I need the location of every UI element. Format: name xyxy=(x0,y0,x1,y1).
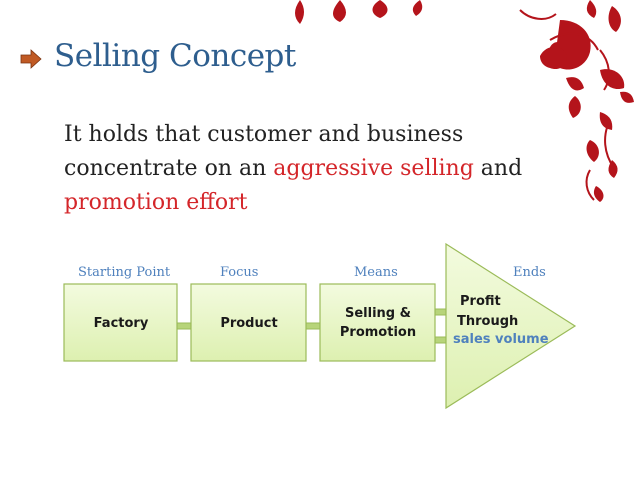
body-text-part1: It holds that customer and business conc… xyxy=(64,122,464,181)
slide-body-text: It holds that customer and business conc… xyxy=(64,118,584,220)
box-label-factory: Factory xyxy=(94,316,149,331)
highlight-aggressive-selling: aggressive selling xyxy=(273,156,474,181)
triangle-ends xyxy=(445,242,577,410)
body-text-part2: and xyxy=(473,156,523,181)
box-label-promotion: Promotion xyxy=(340,325,416,340)
ends-label-profit: Profit xyxy=(460,294,501,309)
highlight-promotion-effort: promotion effort xyxy=(64,190,248,215)
box-product xyxy=(190,283,307,362)
stage-label-starting-point: Starting Point xyxy=(78,265,171,280)
ends-label-through: Through xyxy=(457,314,518,329)
slide-title: Selling Concept xyxy=(54,38,296,74)
box-label-selling: Selling & xyxy=(345,306,411,321)
box-label-product: Product xyxy=(220,316,277,331)
connector-factory-product xyxy=(175,322,193,330)
arrow-bullet-icon xyxy=(20,49,42,69)
box-selling-promotion xyxy=(319,283,436,362)
connector-product-selling xyxy=(304,322,322,330)
stage-label-focus: Focus xyxy=(220,265,258,280)
stage-label-ends: Ends xyxy=(513,265,546,280)
box-factory xyxy=(63,283,178,362)
stage-label-means: Means xyxy=(354,265,398,280)
ends-label-sales-volume: sales volume xyxy=(453,332,549,347)
